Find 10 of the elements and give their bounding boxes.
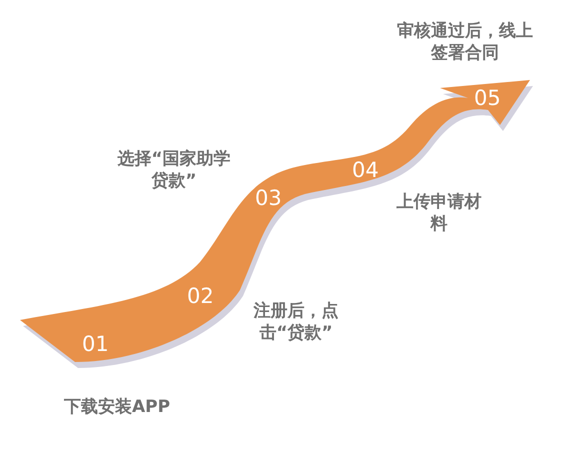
step-description: 选择“国家助学贷款” (116, 148, 232, 192)
step-number: 01 (82, 334, 109, 355)
step-number: 03 (255, 188, 282, 209)
step-description: 下载安装APP (62, 396, 172, 418)
step-number: 04 (352, 160, 379, 181)
step-number: 05 (474, 88, 501, 109)
step-description: 审核通过后，线上签署合同 (396, 20, 534, 64)
step-description: 上传申请材料 (396, 191, 482, 236)
step-description: 注册后，点击“贷款” (252, 300, 340, 344)
step-number: 02 (187, 286, 214, 307)
